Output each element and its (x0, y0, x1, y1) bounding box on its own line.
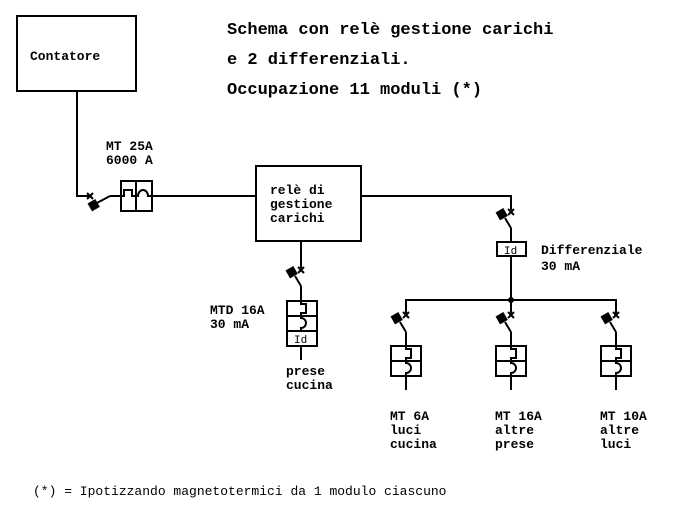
relay-line-2: gestione (270, 197, 333, 212)
branch-label-line-3: luci (600, 437, 631, 452)
branch-label-line-2: altre (495, 423, 534, 438)
branch-mt-breaker-icon (390, 345, 422, 390)
branch-label-line-3: cucina (390, 437, 437, 452)
branch-switch-icon (600, 311, 620, 346)
title-line-1: Schema con relè gestione carichi (227, 21, 553, 40)
branch-switch-icon (495, 311, 515, 346)
main-breaker-label: MT 25A 6000 A (106, 139, 153, 168)
branch-label-line-1: MT 10A (600, 409, 647, 424)
branch-label-line-1: MT 6A (390, 409, 429, 424)
branch-label-line-2: luci (390, 423, 421, 438)
relay-line-3: carichi (270, 211, 325, 226)
branch-label-line-1: MT 16A (495, 409, 542, 424)
meter-label: Contatore (30, 49, 100, 64)
load-relay-box: relè di gestione carichi (255, 165, 362, 242)
kitchen-load-line-1: prese (286, 364, 325, 379)
kitchen-load-line-2: cucina (286, 378, 333, 393)
wire-meter-out (76, 91, 90, 197)
rcd-main-name: Differenziale (541, 243, 643, 258)
branch-switch-icon (390, 311, 410, 346)
rcd-switch-icon (495, 208, 515, 242)
branch-mt-breaker-icon (600, 345, 632, 390)
rcd-main-label: Differenziale 30 mA (541, 243, 643, 274)
diagram-title: Schema con relè gestione carichi e 2 dif… (227, 21, 553, 100)
kitchen-load-label: prese cucina (286, 364, 333, 393)
title-line-3: Occupazione 11 moduli (*) (227, 81, 482, 100)
branch-mt-breaker-icon (495, 345, 527, 390)
relay-line-1: relè di (270, 183, 325, 198)
kitchen-rcbo-icon: Id (286, 300, 318, 360)
footnote: (*) = Ipotizzando magnetotermici da 1 mo… (33, 484, 446, 499)
kitchen-rcbo-label: MTD 16A 30 mA (210, 303, 265, 332)
rcd-main-symbol: Id (504, 246, 517, 258)
main-breaker-capacity: 6000 A (106, 153, 153, 168)
main-breaker-switch-icon (86, 192, 121, 212)
rcd-main-rating: 30 mA (541, 259, 580, 274)
title-line-2: e 2 differenziali. (227, 51, 411, 70)
rcd-main-icon: Id (496, 241, 527, 258)
main-mt-breaker-icon (120, 180, 153, 212)
meter-box: Contatore (16, 15, 137, 92)
kitchen-rcbo-symbol: Id (294, 335, 307, 347)
wire-relay-to-rcd (361, 195, 512, 210)
branch-label-line-2: altre (600, 423, 639, 438)
branch-label-line-3: prese (495, 437, 534, 452)
kitchen-rcbo-rating: MTD 16A (210, 303, 265, 318)
main-breaker-rating: MT 25A (106, 139, 153, 154)
kitchen-rcbo-sensitivity: 30 mA (210, 317, 249, 332)
kitchen-rcbo-switch-icon (285, 266, 305, 301)
